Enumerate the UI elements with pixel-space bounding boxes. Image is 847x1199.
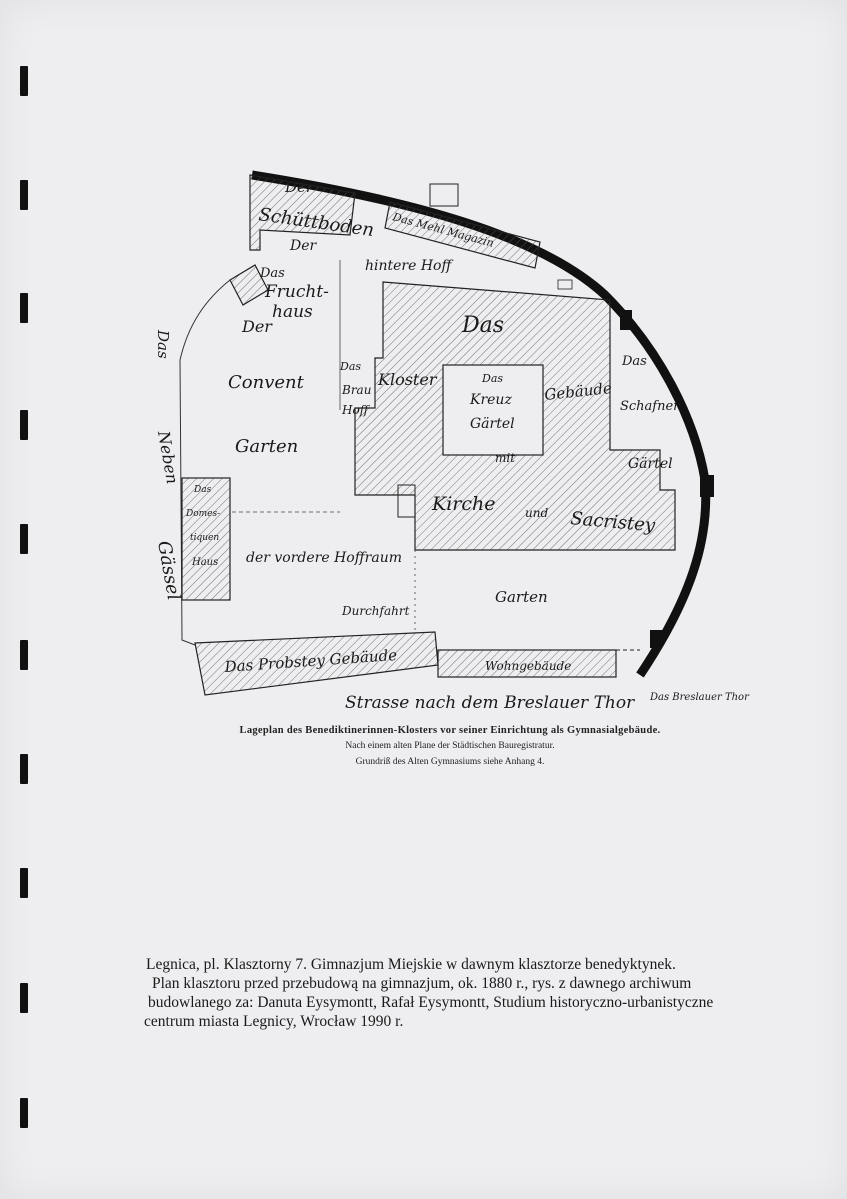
- label-vordere-hoffraum: der vordere Hoffraum: [246, 550, 402, 566]
- label-kreuz-das: Das: [481, 372, 503, 385]
- schuttboden-building: [249, 174, 356, 251]
- mehl-magazin-building: [384, 201, 541, 269]
- label-kirche: Kirche: [431, 493, 495, 515]
- label-kloster: Kloster: [377, 370, 438, 389]
- label-domestiquen-haus: Haus: [191, 557, 218, 568]
- label-neben-das: Das: [154, 329, 172, 359]
- label-schafner-das: Das: [621, 354, 647, 369]
- small-annex: [557, 279, 573, 290]
- binding-hole: [20, 410, 28, 440]
- monastery-site-plan: Der Schüttboden Das Mehl Magazin Der hin…: [153, 170, 750, 713]
- label-domestiquen-das: Das: [193, 485, 212, 495]
- convent-garden-boundary: [179, 279, 231, 646]
- small-annex: [429, 183, 459, 207]
- binding-hole: [20, 640, 28, 670]
- wall-tower: [700, 475, 714, 497]
- plan-caption-source: Nach einem alten Plane der Städtischen B…: [345, 741, 555, 751]
- binding-hole: [20, 66, 28, 96]
- label-convent: Convent: [228, 372, 305, 393]
- kreuz-gaertel-courtyard: [442, 364, 544, 456]
- label-gaertel: Gärtel: [470, 416, 515, 432]
- label-domestiquen-domes: Domes-: [185, 509, 220, 519]
- label-durchfahrt: Durchfahrt: [341, 604, 410, 618]
- label-brauhoff-das: Das: [339, 360, 361, 373]
- label-der-2: Der: [289, 238, 318, 254]
- binding-hole: [20, 983, 28, 1013]
- label-breslauer-thor: Das Breslauer Thor: [649, 692, 750, 703]
- binding-hole: [20, 868, 28, 898]
- description-line-1: Legnica, pl. Klasztorny 7. Gimnazjum Mie…: [146, 956, 676, 973]
- wohngebaeude-building: [437, 649, 617, 678]
- description-line-4: centrum miasta Legnicy, Wrocław 1990 r.: [144, 1013, 404, 1030]
- wall-tower: [620, 310, 632, 330]
- label-fruchthaus-das: Das: [259, 266, 285, 281]
- label-fruchthaus-haus: haus: [272, 302, 313, 322]
- label-wohngebaeude: Wohngebäude: [485, 659, 571, 673]
- label-kreuz: Kreuz: [469, 392, 512, 408]
- label-domestiquen-tiquen: tiquen: [190, 533, 219, 543]
- binding-hole: [20, 180, 28, 210]
- label-mit: mit: [495, 451, 515, 465]
- binding-hole: [20, 524, 28, 554]
- label-convent-garten: Garten: [235, 436, 298, 457]
- entrance-steps: [397, 484, 416, 518]
- label-der: Der: [284, 178, 314, 196]
- label-gaessel: Gässel: [153, 539, 184, 602]
- label-convent-der: Der: [241, 317, 273, 336]
- label-schafner-gaertel: Gärtel: [628, 456, 673, 472]
- binding-hole: [20, 754, 28, 784]
- label-und: und: [525, 506, 548, 520]
- description-line-2: Plan klasztoru przed przebudową na gimna…: [152, 975, 692, 992]
- label-hintere-hoff: hintere Hoff: [365, 258, 453, 274]
- label-brauhoff-brau: Brau: [341, 383, 371, 397]
- label-kloster-das: Das: [461, 313, 504, 338]
- domestiquen-haus-building: [181, 477, 231, 601]
- binding-hole: [20, 1098, 28, 1128]
- wall-tower: [650, 630, 662, 648]
- binding-hole: [20, 293, 28, 323]
- city-wall: [251, 170, 711, 678]
- label-garten: Garten: [495, 588, 548, 606]
- description-line-3: budowlanego za: Danuta Eysymontt, Rafał …: [148, 994, 714, 1011]
- plan-caption-reference: Grundriß des Alten Gymnasiums siehe Anha…: [355, 757, 545, 767]
- plan-caption-title: Lageplan des Benediktinerinnen-Klosters …: [239, 725, 661, 736]
- label-brauhoff-hoff: Hoff: [341, 403, 371, 417]
- fruchthaus-building: [229, 264, 269, 306]
- label-schafner: Schafner: [620, 399, 680, 414]
- description-text: Legnica, pl. Klasztorny 7. Gimnazjum Mie…: [140, 955, 780, 1031]
- label-strasse: Strasse nach dem Breslauer Thor: [345, 693, 635, 713]
- label-fruchthaus: Frucht-: [264, 282, 329, 302]
- label-neben: Neben: [154, 428, 182, 485]
